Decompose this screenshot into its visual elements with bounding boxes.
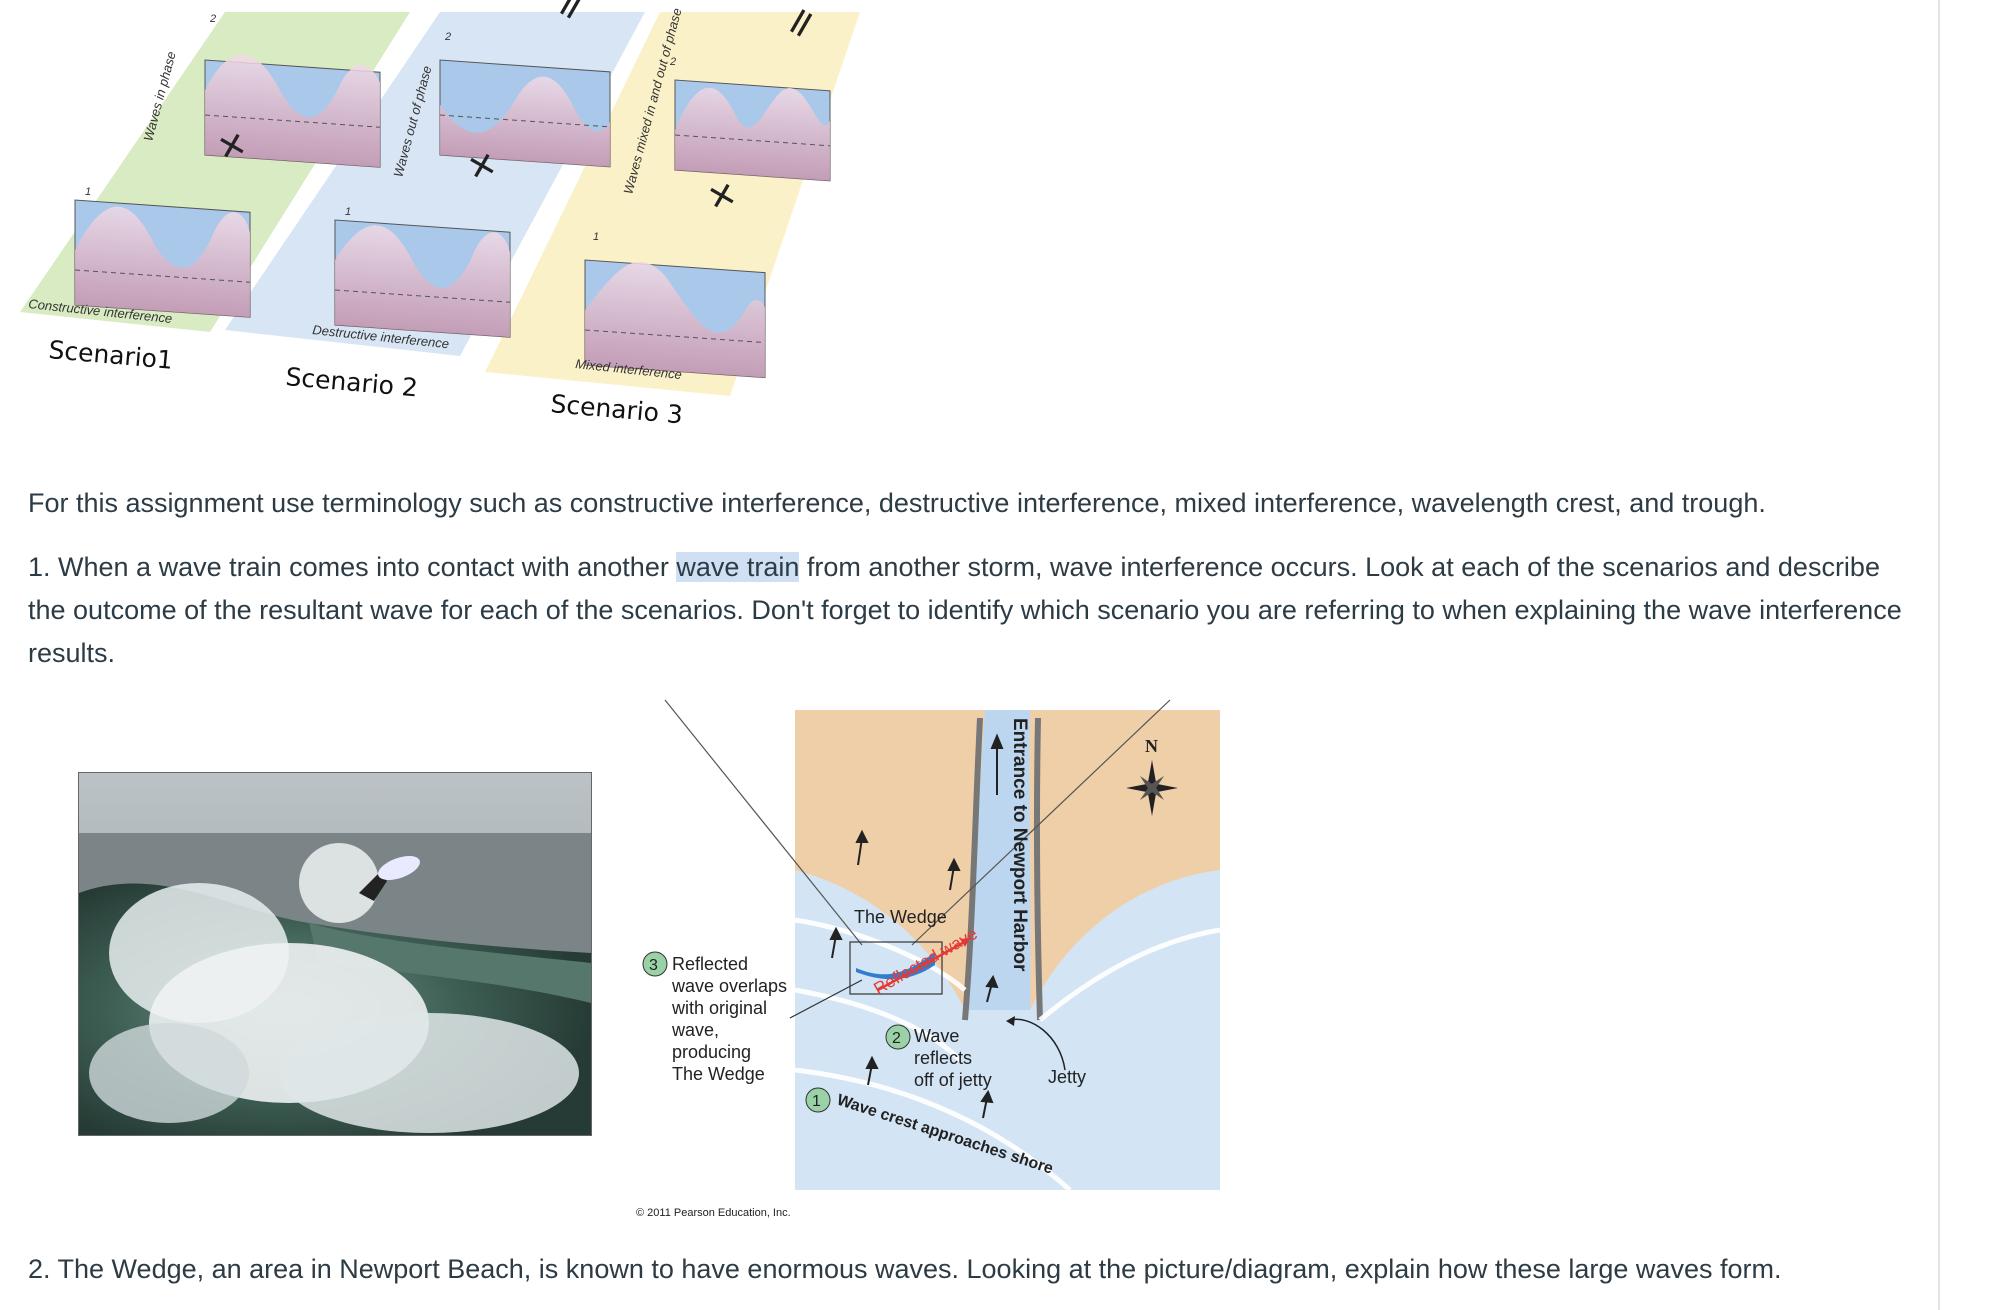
wave-number: 2 bbox=[669, 56, 676, 68]
wave-number: 1 bbox=[593, 231, 599, 243]
north-label: N bbox=[1145, 736, 1158, 756]
wave-number: 1 bbox=[345, 206, 351, 218]
wave-box bbox=[204, 54, 381, 168]
question-2: 2. The Wedge, an area in Newport Beach, … bbox=[28, 1254, 1782, 1284]
step-2-marker bbox=[885, 1024, 911, 1050]
wave-box bbox=[334, 219, 511, 338]
question-1: 1. When a wave train comes into contact … bbox=[28, 546, 1908, 675]
step-3-marker bbox=[642, 951, 668, 977]
scenario2-label: Scenario 2 bbox=[284, 362, 419, 402]
page-right-border bbox=[1938, 0, 1940, 1310]
wave-box bbox=[74, 199, 251, 318]
step-3-number: 3 bbox=[649, 957, 658, 974]
assignment-intro: For this assignment use terminology such… bbox=[28, 488, 1766, 518]
wave-number: 2 bbox=[444, 31, 451, 43]
wedge-diagram: N Entrance to Newport Harbor The Wedge R… bbox=[636, 699, 1221, 1219]
wave-box bbox=[584, 259, 766, 379]
wave-box bbox=[674, 79, 831, 182]
highlighted-text: wave train bbox=[676, 552, 800, 582]
question-1-text: 1. When a wave train comes into contact … bbox=[28, 552, 677, 582]
wedge-label: The Wedge bbox=[854, 907, 947, 927]
wedge-box bbox=[849, 941, 943, 995]
wave-interference-figure: + + + = = 1 2 1 2 1 2 Waves in phase Wav… bbox=[20, 0, 860, 430]
copyright-notice: © 2011 Pearson Education, Inc. bbox=[636, 1207, 791, 1219]
sand-left bbox=[795, 710, 985, 1010]
wave-number: 2 bbox=[209, 13, 216, 25]
step-2-text: Wave reflects off of jetty bbox=[914, 1026, 992, 1090]
surfer-wave-photo bbox=[78, 772, 592, 1136]
wave-number: 1 bbox=[85, 186, 91, 198]
jetty-label: Jetty bbox=[1048, 1067, 1086, 1087]
step-1-marker bbox=[805, 1087, 831, 1113]
question-1-text: from another storm, wave interference oc… bbox=[28, 552, 1902, 668]
compass-icon bbox=[1126, 760, 1178, 816]
scenario3-label: Scenario 3 bbox=[549, 389, 684, 429]
harbor-channel bbox=[965, 710, 1031, 1010]
step-2-number: 2 bbox=[892, 1030, 901, 1047]
sand-right bbox=[1029, 710, 1220, 1010]
wave-box bbox=[439, 59, 611, 168]
jetty-left bbox=[962, 717, 983, 1021]
jetty-right bbox=[1033, 717, 1043, 1021]
scenario1-label: Scenario1 bbox=[47, 335, 174, 375]
step-1-number: 1 bbox=[812, 1093, 821, 1110]
step-3-text: Reflected wave overlaps with original wa… bbox=[671, 954, 792, 1084]
entrance-label: Entrance to Newport Harbor bbox=[1009, 718, 1030, 972]
